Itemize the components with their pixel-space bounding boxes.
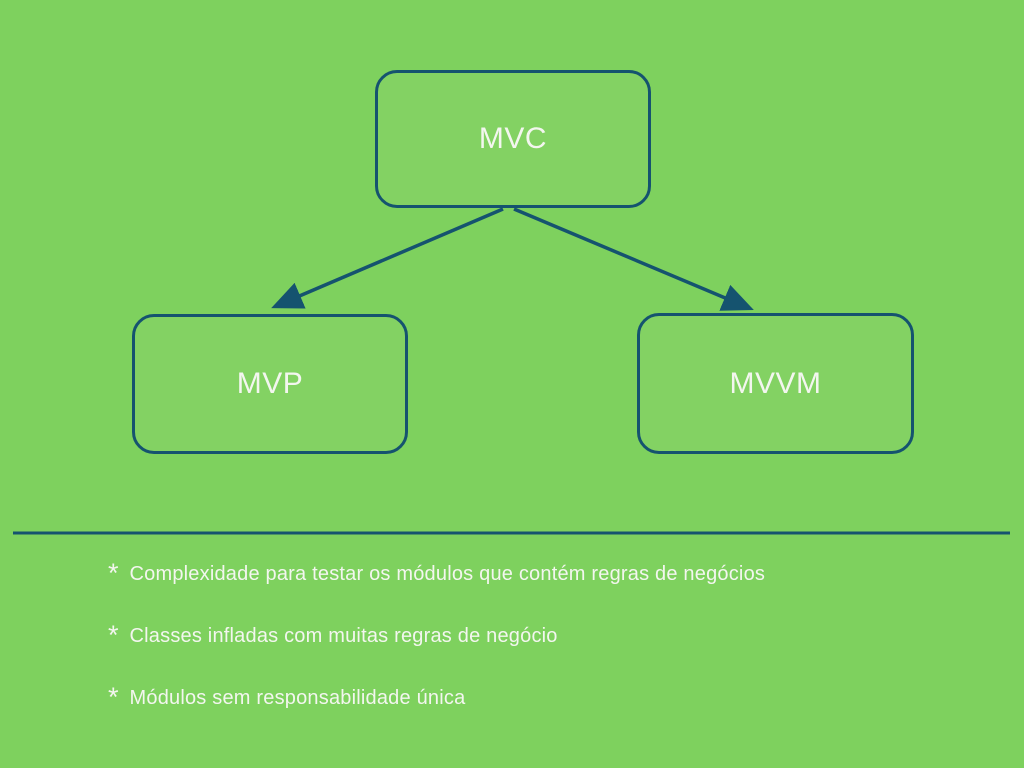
diagram-node-mvvm: MVVM [637,313,914,454]
bullet-text: Classes infladas com muitas regras de ne… [129,625,558,647]
bullet-asterisk: * [108,558,119,588]
arrow-mvc-to-mvp [271,207,504,309]
diagram-node-mvp: MVP [132,314,408,454]
bullet-asterisk: * [108,682,119,712]
bullet-item: * Complexidade para testar os módulos qu… [108,558,968,588]
diagram-node-mvc: MVC [375,70,651,208]
bullet-asterisk: * [108,620,119,650]
bullet-item: * Classes infladas com muitas regras de … [108,620,968,650]
arrow-mvc-to-mvvm [513,207,754,311]
node-label-mvc: MVC [478,122,548,155]
bullet-item: * Módulos sem responsabilidade única [108,682,968,712]
bullet-text: Módulos sem responsabilidade única [129,687,466,709]
node-label-mvp: MVP [236,367,304,400]
bullet-text: Complexidade para testar os módulos que … [129,563,766,585]
node-label-mvvm: MVVM [729,366,822,400]
